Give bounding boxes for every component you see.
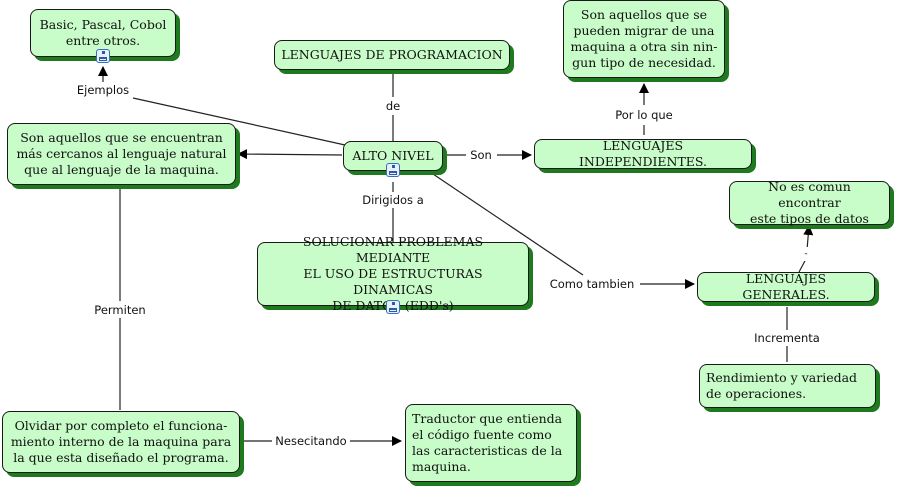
label-como-tambien: Como tambien [547,277,637,291]
submap-icon[interactable] [386,300,400,314]
label-incrementa: Incrementa [752,331,822,345]
label-son: Son [468,148,494,162]
submap-icon[interactable] [386,163,400,177]
submap-icon[interactable] [96,49,110,63]
label-nesecitando: Nesecitando [273,434,349,448]
node-lenguajes-generales[interactable]: LENGUAJES GENERALES. [697,271,875,302]
label-de: de [383,99,403,113]
label-por-lo-que: Por lo que [613,108,675,122]
link-dash-bottom [798,258,807,273]
node-lenguajes-independientes[interactable]: LENGUAJES INDEPENDIENTES. [534,138,752,169]
label-permiten: Permiten [92,303,148,317]
node-alto-nivel-desc[interactable]: Son aquellos que se encuentran más cerca… [7,123,236,185]
link-comotambien-line [429,171,584,276]
node-lenguajes-programacion[interactable]: LENGUAJES DE PROGRAMACION [274,40,510,70]
node-independientes-desc[interactable]: Son aquellos que se pueden migrar de una… [563,0,725,78]
label-ejemplos: Ejemplos [74,83,132,97]
link-dash-arrow [803,225,814,251]
link-ejemplos-line [132,97,346,146]
node-traductor[interactable]: Traductor que entienda el código fuente … [405,404,577,482]
link-alto-to-desc [237,149,343,160]
node-olvidar[interactable]: Olvidar por completo el funciona- miento… [2,411,240,473]
node-solucionar[interactable]: SOLUCIONAR PROBLEMAS MEDIANTE EL USO DE … [257,234,529,313]
node-rendimiento[interactable]: Rendimiento y variedad de operaciones. [699,364,876,408]
label-dash: - [802,247,810,261]
label-dirigidos-a: Dirigidos a [360,193,426,207]
node-no-comun[interactable]: No es comun encontrar este tipos de dato… [729,179,890,226]
